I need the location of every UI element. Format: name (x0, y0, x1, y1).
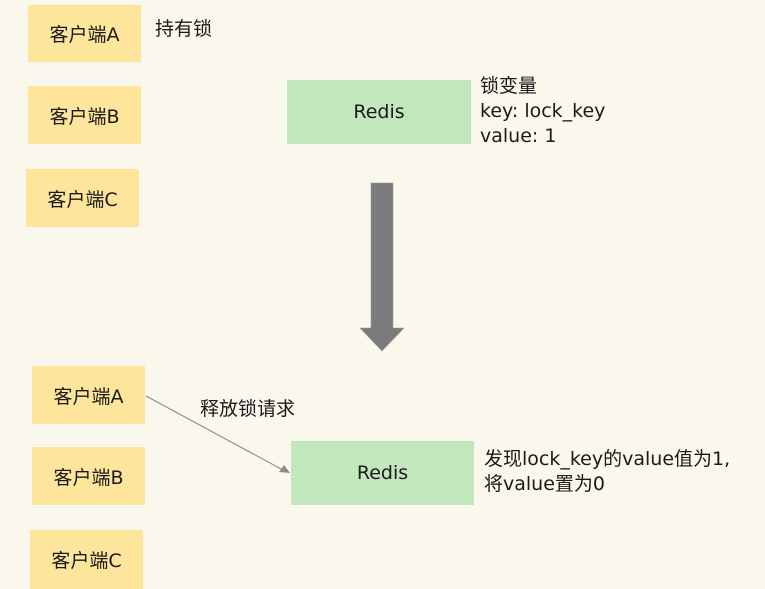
holds-lock-annotation: 持有锁 (155, 18, 213, 40)
bottom-client-b: 客户端B (32, 447, 145, 505)
bottom-redis-label: Redis (356, 462, 409, 484)
lock-key-line: key: lock_key (480, 100, 606, 122)
release-result-line-2: 将value置为0 (484, 473, 605, 495)
release-result-info: 发现lock_key的value值为1, 将value置为0 (484, 447, 730, 497)
top-redis-label: Redis (353, 101, 405, 123)
lock-variable-title: 锁变量 (480, 75, 538, 97)
top-redis-node: Redis (287, 80, 471, 144)
top-client-b-label: 客户端B (49, 105, 120, 128)
top-client-c-label: 客户端C (47, 188, 118, 211)
top-client-a: 客户端A (28, 5, 141, 62)
top-client-c: 客户端C (26, 169, 139, 227)
bottom-client-a: 客户端A (32, 366, 145, 424)
lock-value-line: value: 1 (480, 125, 557, 147)
top-client-b: 客户端B (28, 86, 141, 144)
bottom-redis-node: Redis (291, 441, 474, 505)
bottom-client-b-label: 客户端B (53, 466, 124, 489)
transition-down-arrow-icon (359, 182, 405, 352)
release-request-arrow-line (145, 395, 284, 471)
bottom-client-a-label: 客户端A (53, 385, 124, 408)
bottom-client-c: 客户端C (30, 530, 143, 589)
release-request-arrowhead-icon (279, 465, 290, 473)
top-client-a-label: 客户端A (49, 24, 120, 46)
bottom-client-c-label: 客户端C (51, 550, 122, 572)
release-result-line-1: 发现lock_key的value值为1, (484, 448, 731, 470)
lock-variable-info: 锁变量 key: lock_key value: 1 (480, 74, 605, 149)
release-request-label: 释放锁请求 (200, 398, 296, 420)
